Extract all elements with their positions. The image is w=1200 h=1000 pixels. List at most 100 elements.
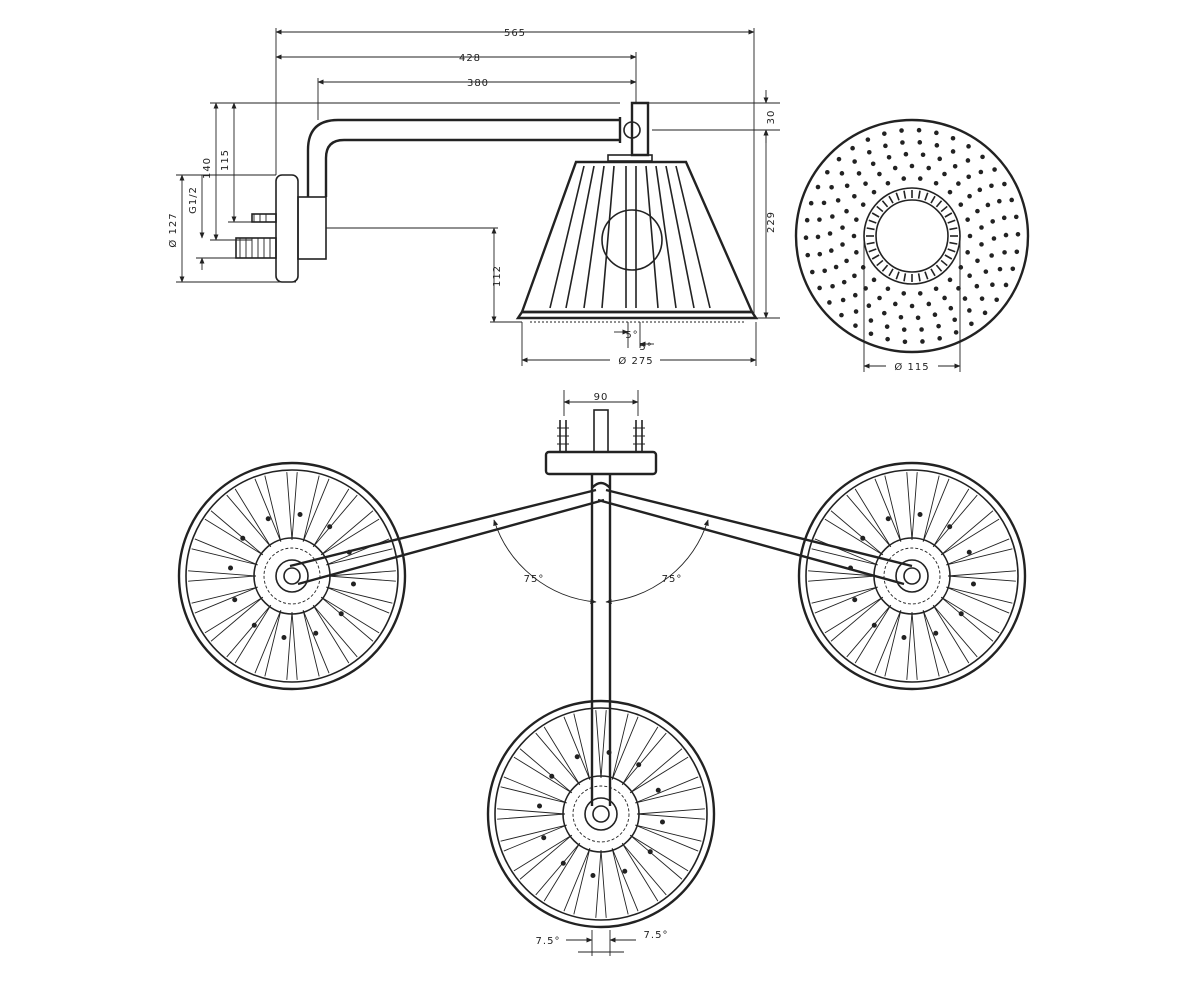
- wall-flange: [275, 174, 299, 283]
- dim-5deg-left: 5°: [625, 330, 638, 341]
- head-rib: [811, 586, 878, 614]
- nozzle: [979, 225, 984, 230]
- head-dot: [281, 634, 287, 640]
- dim-140: 140: [202, 157, 213, 179]
- ring-slot: [930, 268, 936, 277]
- ring-slot: [868, 219, 877, 224]
- nozzle: [1015, 231, 1021, 237]
- nozzle: [902, 339, 908, 345]
- head-hub-ring: [253, 537, 331, 615]
- nozzle: [841, 279, 847, 285]
- nozzle: [840, 225, 845, 230]
- nozzle: [900, 140, 905, 145]
- head-rib: [326, 538, 393, 566]
- head-rib: [326, 586, 393, 614]
- head-rim: [486, 699, 716, 929]
- nozzle: [882, 131, 887, 136]
- nozzle: [974, 283, 980, 289]
- ring-slot: [903, 190, 907, 199]
- ring-slot: [888, 268, 894, 277]
- head-rib: [500, 776, 567, 804]
- nozzle: [966, 174, 972, 180]
- nozzle: [863, 286, 868, 291]
- nozzle: [822, 268, 827, 274]
- head-rib: [563, 713, 591, 780]
- ring-slot: [881, 200, 889, 208]
- head-dot: [574, 754, 580, 760]
- nozzle: [937, 156, 943, 162]
- nozzle: [992, 167, 997, 172]
- dim-112: 112: [492, 265, 503, 287]
- head-rib: [535, 726, 581, 786]
- nozzle: [866, 303, 872, 309]
- head-rib: [635, 776, 702, 804]
- nozzle: [868, 331, 874, 337]
- head-dot: [655, 787, 661, 793]
- ring-slot: [868, 248, 877, 253]
- head-rim: [797, 461, 1027, 691]
- head-dot: [933, 630, 939, 636]
- nozzle: [932, 312, 938, 318]
- head-rib: [500, 824, 567, 852]
- head-dot: [297, 512, 303, 518]
- head-dot: [606, 750, 612, 756]
- nozzle: [885, 336, 890, 342]
- wall-connector-block: [297, 196, 327, 260]
- nozzle: [909, 163, 915, 169]
- nozzle: [884, 324, 890, 329]
- ring-slot: [876, 259, 884, 267]
- head-rib: [497, 808, 566, 820]
- bottom-view: Ø 115: [794, 118, 1030, 373]
- nozzle: [852, 193, 857, 199]
- head-rib: [312, 604, 358, 664]
- nozzle: [967, 193, 972, 199]
- nozzle: [967, 233, 973, 239]
- dim-75deg-left: 75°: [524, 574, 545, 585]
- head-dot: [346, 549, 352, 555]
- spray-face-outer: [794, 118, 1030, 354]
- dim-275: Ø 275: [618, 355, 653, 367]
- nozzle: [909, 303, 915, 309]
- head-hub: [584, 797, 618, 831]
- nozzle: [975, 258, 980, 264]
- head-rib: [320, 596, 380, 642]
- head-dot: [338, 611, 344, 617]
- nozzle: [1003, 282, 1009, 288]
- nozzle: [870, 161, 876, 167]
- head-rib: [611, 713, 639, 780]
- nozzle: [965, 250, 970, 255]
- nozzle: [982, 310, 988, 316]
- nozzle: [958, 202, 964, 207]
- nozzle: [977, 187, 983, 193]
- head-hub-dash: [883, 547, 941, 605]
- nozzle: [898, 314, 904, 320]
- head-rim: [177, 461, 407, 691]
- head-dot: [590, 872, 596, 878]
- ring-slot: [895, 271, 900, 280]
- head-dot: [647, 849, 653, 855]
- nozzle: [950, 135, 956, 141]
- ring-slot: [895, 192, 900, 201]
- head-dot: [871, 622, 877, 628]
- head-rib: [629, 748, 689, 794]
- head-rib: [947, 570, 1016, 582]
- nozzle: [991, 236, 997, 241]
- head-dot: [966, 549, 972, 555]
- nozzle: [844, 208, 849, 214]
- nozzle: [917, 176, 923, 181]
- nozzle: [947, 189, 953, 195]
- ring-slot: [871, 254, 880, 260]
- top-view: 90 75° 75° 7.5° 7.5°: [177, 390, 1027, 956]
- head-rim-inner: [185, 469, 399, 683]
- nozzle: [942, 171, 947, 177]
- head-rib: [824, 596, 884, 642]
- ring-slot: [947, 248, 956, 253]
- nozzle: [839, 312, 844, 318]
- nozzle: [917, 140, 923, 145]
- head-rib: [286, 611, 298, 680]
- dim-75deg-right: 75°: [662, 574, 683, 585]
- head-dot: [228, 565, 234, 571]
- ring-slot: [944, 254, 953, 260]
- nozzle: [933, 180, 939, 186]
- nozzle: [965, 217, 970, 222]
